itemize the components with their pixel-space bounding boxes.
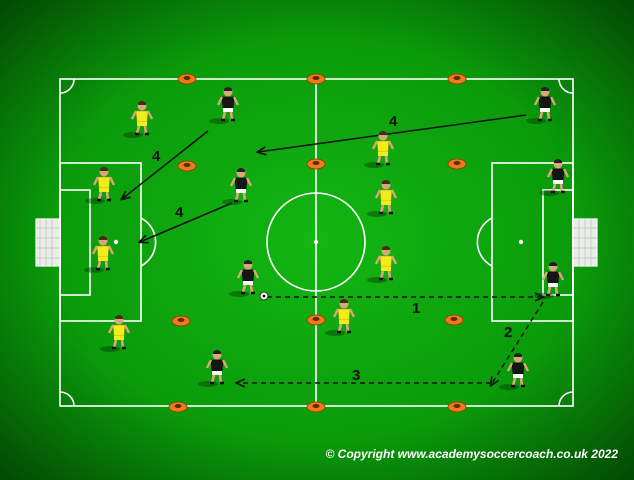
corner-arc-bl (59, 391, 75, 407)
penalty-arc-right (476, 217, 493, 267)
cone (177, 73, 197, 85)
arrow-label-4-mid: 4 (175, 204, 184, 221)
goal-right (572, 218, 598, 267)
arrow-2 (491, 301, 544, 385)
penalty-arc-left (140, 217, 157, 267)
arrow-label-2: 2 (504, 324, 512, 341)
centre-spot (313, 239, 319, 245)
cone (168, 401, 188, 413)
cone (444, 314, 464, 326)
corner-arc-br (558, 391, 574, 407)
cone (306, 401, 326, 413)
arrow-4-mid (140, 202, 233, 242)
cone (171, 315, 191, 327)
cone (306, 73, 326, 85)
cone (306, 158, 326, 170)
penalty-spot-right (518, 239, 524, 245)
arrow-4-top (258, 114, 527, 152)
cone (306, 314, 326, 326)
corner-arc-tr (558, 78, 574, 94)
arrow-label-3: 3 (352, 367, 360, 384)
arrows (122, 114, 544, 385)
copyright-text: © Copyright www.academysoccercoach.co.uk… (325, 447, 618, 461)
penalty-spot-left (113, 239, 119, 245)
ball (259, 291, 269, 301)
cone (177, 160, 197, 172)
centre-circle (266, 192, 366, 292)
goal-left (35, 218, 61, 267)
arrow-label-1: 1 (412, 300, 420, 317)
arrow-label-4-left: 4 (152, 148, 161, 165)
cone (447, 158, 467, 170)
cone (447, 73, 467, 85)
cone (447, 401, 467, 413)
arrow-4-left (122, 130, 209, 199)
arrow-label-4-top: 4 (389, 113, 398, 130)
corner-arc-tl (59, 78, 75, 94)
